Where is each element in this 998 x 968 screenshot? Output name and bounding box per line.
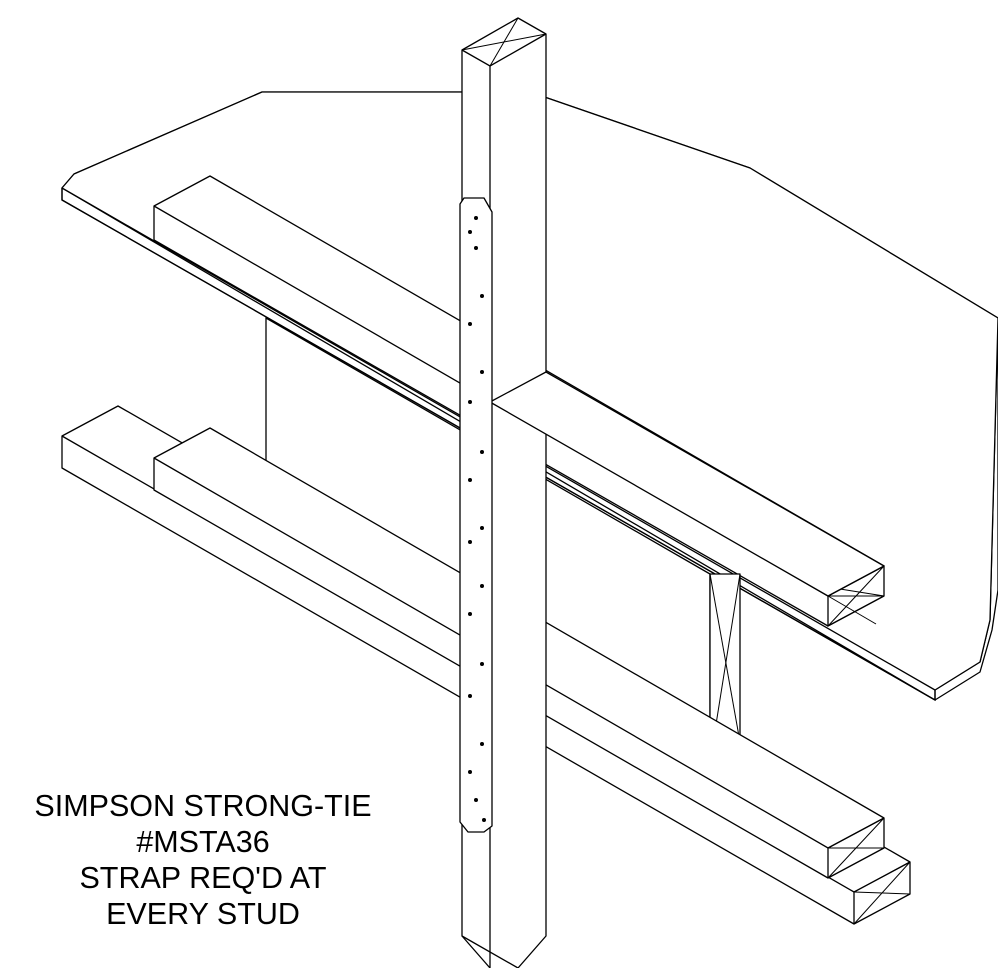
callout-line-2: #MSTA36 [136, 825, 270, 859]
callout-line-4: EVERY STUD [106, 897, 300, 931]
lower-stud [709, 573, 741, 763]
callout-line-1: SIMPSON STRONG-TIE [34, 789, 372, 823]
callout-line-3: STRAP REQ'D AT [79, 861, 327, 895]
upper-plate-foreground [489, 371, 885, 597]
strap-nail-holes [468, 216, 486, 822]
strap-callout-note: SIMPSON STRONG-TIE #MSTA36 STRAP REQ'D A… [0, 788, 406, 932]
msta36-strap [459, 197, 493, 833]
